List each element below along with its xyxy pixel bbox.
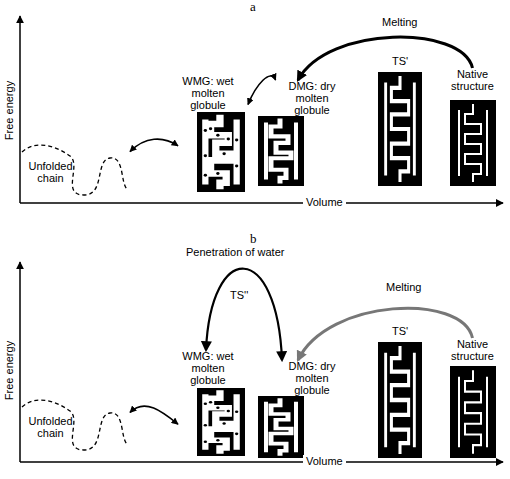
free-energy-axis [19,262,21,462]
state-node: TS' [378,55,422,186]
volume-axis [20,202,503,204]
axis-title: Free energy [3,71,16,151]
axis-title: Volume [303,455,346,468]
transition-arrow [298,37,473,80]
dry-molten-globule-drawing [258,396,304,458]
transition-state-drawing [378,342,422,458]
state-node: Native structure [445,338,500,458]
transition-state-drawing [378,72,422,186]
wet-molten-globule-drawing [197,112,245,192]
state-node: Unfolded chain [15,140,130,198]
panel-letter: b [250,232,257,245]
transition-arrow [298,308,473,360]
axis-title: Free energy [3,331,16,411]
transition-arrow [206,269,282,360]
state-node: WMG: wet molten globule [178,75,248,193]
transition-arrow [130,406,178,424]
state-node: TS' [378,325,422,458]
state-node: DMG: dry molten globule [258,80,338,185]
state-node: Native structure [445,68,500,186]
state-label: Unfolded chain [23,415,78,439]
transition-label: Melting [386,281,421,294]
transition-label: Melting [382,16,417,29]
state-node: Unfolded chain [15,395,130,453]
panel-b-axes [20,262,503,462]
transition-arrow [130,139,178,151]
state-node: DMG: dry molten globule [258,360,338,458]
free-energy-axis [19,16,21,203]
state-label: TS' [378,325,422,337]
state-label: Native structure [445,338,500,362]
panel-a-axes [20,16,503,203]
unfolded-chain-drawing [22,145,128,195]
state-label: TS' [378,55,422,67]
dry-molten-globule-drawing [258,116,304,186]
transition-label: Penetration of water [186,246,284,259]
axis-title: Volume [303,196,346,209]
transition-state-label: TS'' [230,289,248,302]
state-label: WMG: wet molten globule [178,75,238,111]
transition-arrow [248,76,276,105]
native-structure-drawing [450,366,496,458]
unfolded-chain-drawing [22,400,128,450]
state-label: WMG: wet molten globule [178,350,238,386]
state-label: DMG: dry molten globule [283,360,341,396]
state-label: DMG: dry molten globule [283,80,341,116]
panel-letter: a [250,0,256,13]
volume-axis [20,461,503,463]
wet-molten-globule-drawing [197,388,245,456]
native-structure-drawing [450,100,496,186]
state-label: Unfolded chain [23,160,78,184]
state-label: Native structure [445,68,500,92]
state-node: WMG: wet molten globule [178,350,248,456]
